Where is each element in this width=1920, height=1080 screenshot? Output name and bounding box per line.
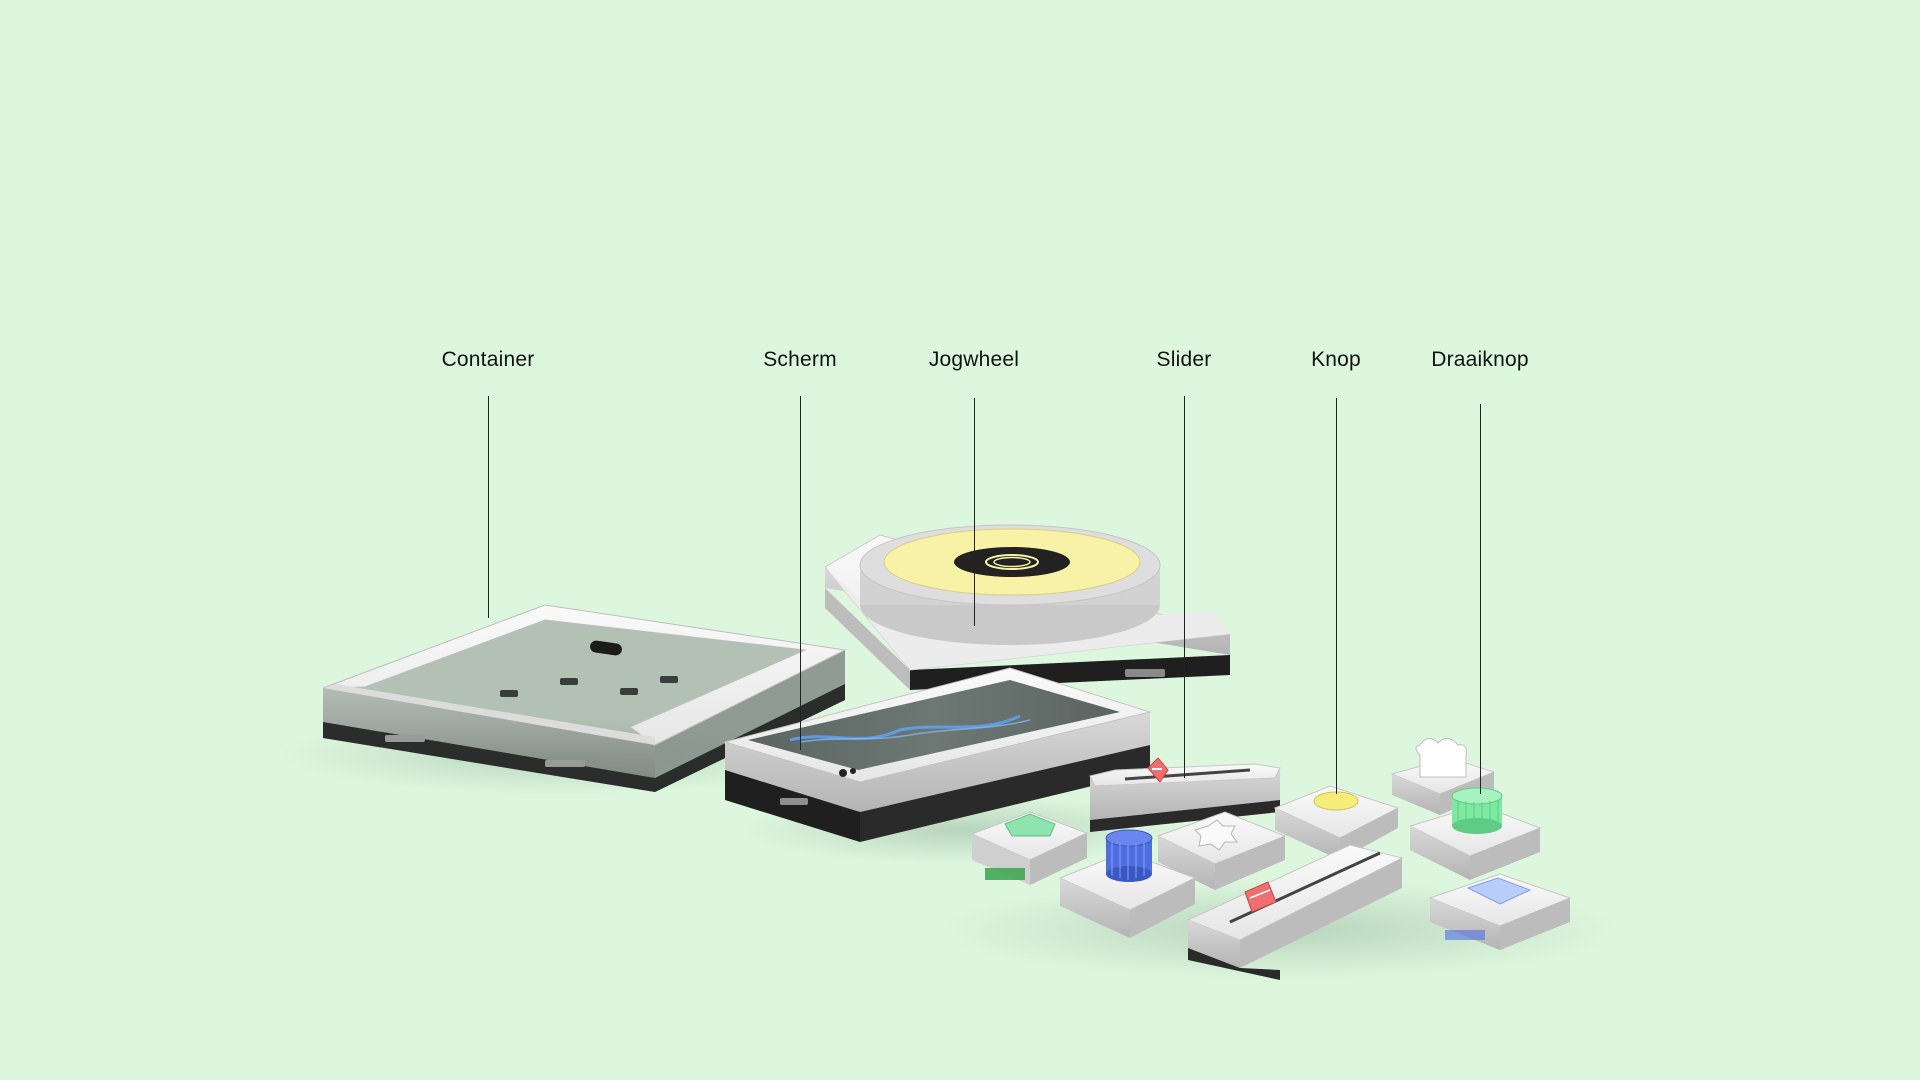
label-knop: Knop: [1311, 348, 1361, 371]
draaiknop-leader-line: [1480, 404, 1482, 794]
label-scherm: Scherm: [763, 348, 837, 371]
container-module: [322, 604, 847, 792]
scherm-leader-line: [800, 396, 802, 750]
label-draaiknop: Draaiknop: [1431, 348, 1529, 371]
pad-star-module: [1156, 811, 1287, 890]
label-slider: Slider: [1156, 348, 1212, 371]
draaiknop-blue-module: [1058, 829, 1197, 938]
pad-green-module: [970, 811, 1089, 885]
container-leader-line: [488, 396, 490, 618]
knop-module: [1273, 785, 1400, 860]
pad-blue-module: [1428, 873, 1572, 950]
scherm-module: [723, 667, 1152, 842]
slider-long-module: [1186, 844, 1404, 980]
label-jogwheel: Jogwheel: [928, 348, 1020, 371]
label-container: Container: [441, 348, 535, 371]
jogwheel-leader-line: [974, 398, 976, 626]
knop-leader-line: [1336, 398, 1338, 794]
jogwheel-module: [824, 524, 1231, 690]
draaiknop-green-module: [1408, 787, 1542, 880]
slider-leader-line: [1184, 396, 1186, 778]
